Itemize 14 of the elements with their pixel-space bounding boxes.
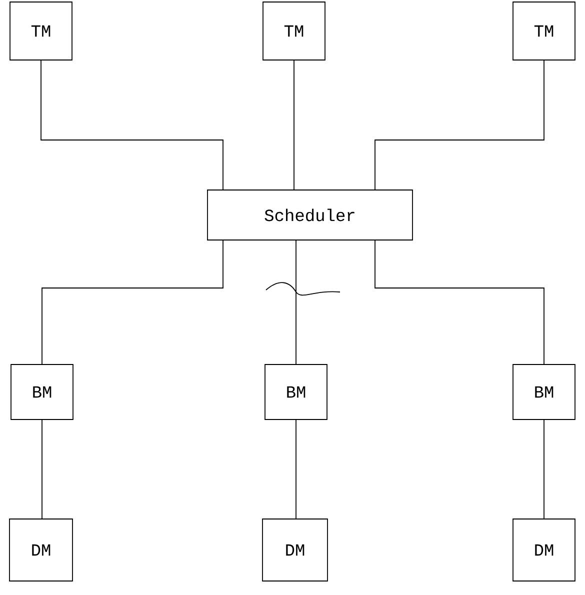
process-box: DM [512,518,576,582]
process-box: TM [512,2,576,60]
process-box: BM [264,364,328,420]
process-box: DM [9,518,73,582]
connector-line [374,240,544,364]
process-box: TM [10,2,72,60]
connector-line [42,240,224,364]
process-box: BM [10,364,74,420]
process-box: DM [262,518,328,582]
process-box: BM [512,364,576,420]
connector-line [40,60,224,190]
process-box: TM [262,2,326,60]
process-box: Scheduler [207,190,413,240]
connector-line [374,60,544,190]
